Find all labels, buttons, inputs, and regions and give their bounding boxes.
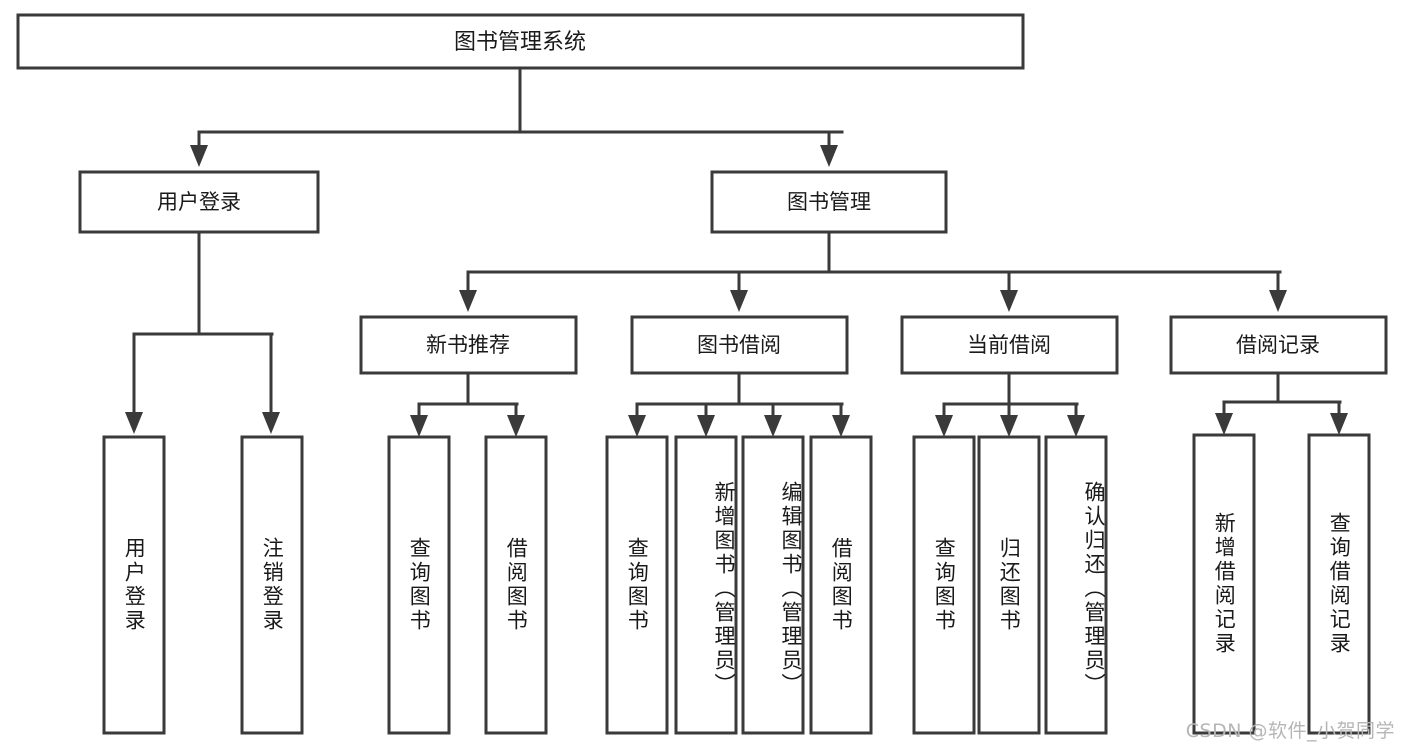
arrowhead-current-borrow — [1000, 290, 1018, 312]
arrowhead-borrow-record — [1269, 290, 1287, 312]
node-current-borrow[interactable]: 当前借阅 — [900, 315, 1119, 375]
leaf-box-confirm-return[interactable] — [1044, 435, 1108, 735]
node-current-borrow-box[interactable] — [900, 315, 1119, 375]
leaf-box-user-login[interactable] — [102, 435, 166, 735]
node-borrow-record-box[interactable] — [1169, 315, 1388, 375]
node-book-manage[interactable]: 图书管理 — [710, 170, 948, 234]
node-borrow-record[interactable]: 借阅记录 — [1169, 315, 1388, 375]
arrowhead-leaf-return-book — [1000, 415, 1018, 437]
node-book-borrow-label: 图书借阅 — [697, 333, 781, 357]
connectors-borrow-record-to-leaves — [1215, 371, 1348, 435]
node-new-book-recommend[interactable]: 新书推荐 — [359, 315, 578, 375]
connectors-book-manage-to-level3 — [459, 230, 1287, 312]
node-book-manage-label: 图书管理 — [787, 190, 871, 214]
arrowhead-leaf-borrow-book-1 — [507, 415, 525, 437]
arrowhead-leaf-add-book — [697, 415, 715, 437]
arrowhead-user-login — [190, 145, 208, 167]
connectors-current-borrow-to-leaves — [935, 371, 1085, 437]
arrowhead-leaf-query-record — [1330, 413, 1348, 435]
leaf-box-add-record[interactable] — [1192, 433, 1256, 735]
arrowhead-leaf-query-book-1 — [410, 415, 428, 437]
node-new-book-recommend-box[interactable] — [359, 315, 578, 375]
node-book-manage-box[interactable] — [710, 170, 948, 234]
arrowhead-leaf-edit-book — [764, 415, 782, 437]
node-user-login-box[interactable] — [78, 170, 320, 234]
arrowhead-leaf-add-record — [1215, 413, 1233, 435]
arrowhead-leaf-confirm-return — [1067, 415, 1085, 437]
arrowhead-leaf-user-login — [125, 412, 143, 434]
arrowhead-new-book-recommend — [459, 290, 477, 312]
leaf-box-borrow-book-2[interactable] — [809, 435, 873, 735]
leaf-box-query-record[interactable] — [1307, 433, 1371, 735]
arrowhead-leaf-query-book-2 — [628, 415, 646, 437]
arrowhead-book-borrow — [730, 290, 748, 312]
connectors-book-borrow-to-leaves — [628, 371, 850, 437]
leaf-box-query-book-3[interactable] — [912, 435, 976, 735]
csdn-watermark: CSDN @软件_小贺同学 — [1185, 720, 1395, 742]
node-borrow-record-label: 借阅记录 — [1236, 333, 1320, 357]
node-book-borrow-box[interactable] — [630, 315, 849, 375]
connectors-new-book-to-leaves — [410, 371, 525, 437]
node-root[interactable]: 图书管理系统 — [16, 13, 1025, 70]
node-root-label: 图书管理系统 — [454, 30, 586, 55]
node-current-borrow-label: 当前借阅 — [967, 333, 1051, 357]
arrowhead-book-manage — [820, 145, 838, 167]
leaf-box-query-book-2[interactable] — [605, 435, 669, 735]
arrowhead-leaf-logout — [262, 412, 280, 434]
arrowhead-leaf-query-book-3 — [935, 415, 953, 437]
node-new-book-recommend-label: 新书推荐 — [426, 333, 510, 357]
node-user-login-label: 用户登录 — [157, 190, 241, 214]
node-root-box[interactable] — [16, 13, 1025, 70]
connectors-root-to-level2 — [190, 66, 844, 167]
leaf-boxes — [102, 433, 1371, 735]
leaf-box-add-book[interactable] — [674, 435, 738, 735]
arrowhead-leaf-borrow-book-2 — [832, 415, 850, 437]
node-user-login[interactable]: 用户登录 — [78, 170, 320, 234]
leaf-box-borrow-book-1[interactable] — [484, 435, 548, 735]
leaf-box-edit-book[interactable] — [741, 435, 805, 735]
leaf-box-return-book[interactable] — [977, 435, 1041, 735]
node-book-borrow[interactable]: 图书借阅 — [630, 315, 849, 375]
leaf-box-query-book-1[interactable] — [387, 435, 451, 735]
connectors-user-login-to-leaves — [125, 230, 280, 434]
leaf-box-logout[interactable] — [240, 435, 304, 735]
